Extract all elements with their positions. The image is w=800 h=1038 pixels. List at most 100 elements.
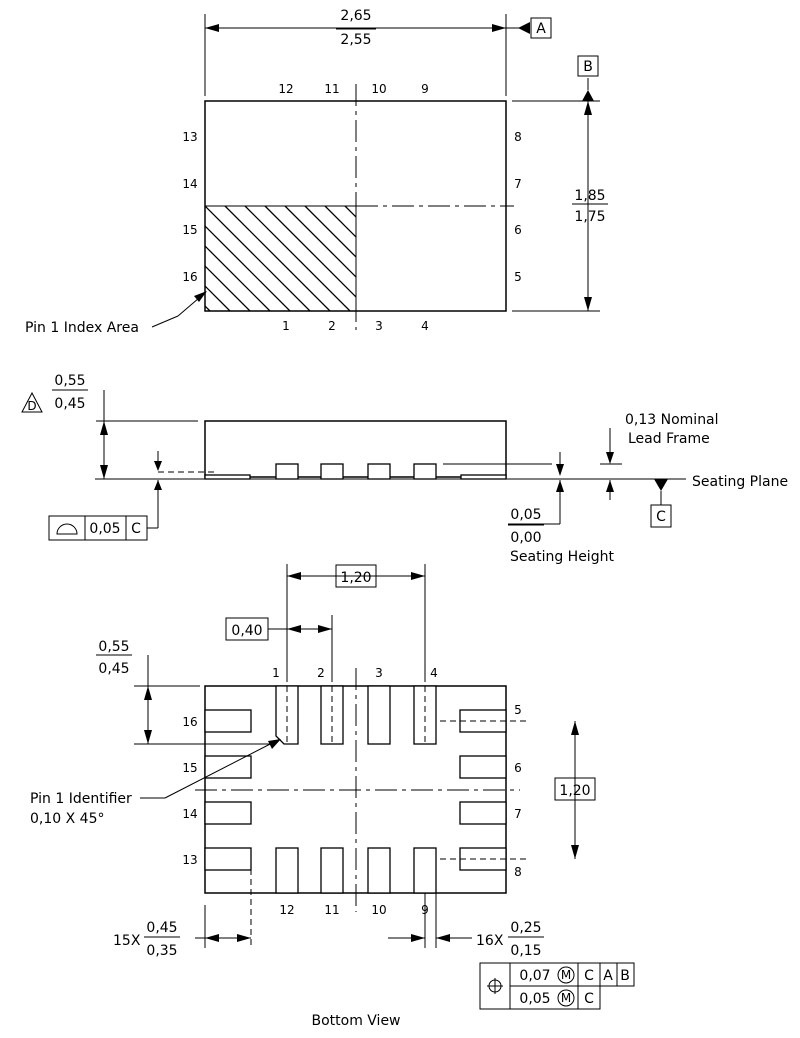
- bottom-pad: [413, 685, 437, 745]
- top-pin-label: 16: [182, 270, 197, 284]
- seating-plane-label: Seating Plane: [692, 474, 788, 490]
- top-width-max: 2,65: [340, 8, 371, 24]
- flatness-tolerance: 0,05: [89, 521, 120, 537]
- bottom-pin-label: 14: [182, 807, 197, 821]
- tol-row1-value: 0,07: [519, 968, 550, 984]
- bottom-pin-label: 5: [514, 703, 522, 717]
- seating-height-label: Seating Height: [510, 549, 614, 565]
- bottom-pad: [367, 685, 391, 745]
- top-pin-label: 13: [182, 130, 197, 144]
- top-pin-label: 15: [182, 223, 197, 237]
- pin1-index-area-hatch: [205, 206, 356, 311]
- top-pin-label: 8: [514, 130, 522, 144]
- top-pin-label: 9: [421, 82, 429, 96]
- side-lead: [413, 463, 437, 480]
- top-view: 2,65 2,55 A 1,85 1,75 B 12 11 10 9 1 2 3…: [25, 8, 608, 336]
- bottom-pin-label: 3: [375, 666, 383, 680]
- bottom-pin-label: 16: [182, 715, 197, 729]
- qty-16x: 16X: [476, 933, 504, 949]
- top-pin-label: 10: [371, 82, 386, 96]
- standoff-max: 0,05: [510, 507, 541, 523]
- pin1-pad: [275, 685, 299, 745]
- top-pin-label: 3: [375, 319, 383, 333]
- bottom-pin-label: 9: [421, 903, 429, 917]
- w16-max: 0,25: [510, 920, 541, 936]
- side-view: 0,55 0,45 D 0,05 C 0,13 Nominal Lead Fra…: [21, 373, 788, 565]
- bottom-pad: [275, 847, 299, 894]
- tol-row1-datum3: B: [620, 968, 630, 984]
- top-pin-label: 4: [421, 319, 429, 333]
- bottom-pin-label: 1: [272, 666, 280, 680]
- datum-a-label: A: [536, 21, 546, 37]
- datum-b-label: B: [583, 59, 593, 75]
- side-height-max: 0,55: [54, 373, 85, 389]
- datum-c-frame: [650, 504, 672, 528]
- pad-length-max: 0,55: [98, 639, 129, 655]
- datum-a-frame: [530, 17, 552, 39]
- top-height-max: 1,85: [574, 188, 605, 204]
- pin1-identifier-line1: Pin 1 Identifier: [30, 791, 132, 807]
- w16-min: 0,15: [510, 943, 541, 959]
- bottom-pad: [413, 847, 437, 894]
- bottom-pin-label: 15: [182, 761, 197, 775]
- top-pin-label: 6: [514, 223, 522, 237]
- side-lead: [367, 463, 391, 480]
- datum-c-label: C: [656, 509, 666, 525]
- bottom-pad: [204, 709, 252, 733]
- top-pin-label: 5: [514, 270, 522, 284]
- lead-frame-line2: Lead Frame: [628, 431, 710, 447]
- position-tolerance-frame: 0,07 M C A B 0,05 M C: [479, 962, 635, 1010]
- bottom-pin-label: 2: [317, 666, 325, 680]
- bottom-pin-label: 6: [514, 761, 522, 775]
- bottom-pin-label: 7: [514, 807, 522, 821]
- bottom-pad: [204, 847, 252, 871]
- pitch: 0,40: [231, 623, 262, 639]
- note-d-triangle: [21, 391, 43, 413]
- flatness-datum: C: [131, 521, 141, 537]
- pin1-index-area-label: Pin 1 Index Area: [25, 320, 139, 336]
- pitch-span: 1,20: [340, 570, 371, 586]
- tol-row2-modifier: M: [561, 991, 571, 1005]
- top-width-min: 2,55: [340, 32, 371, 48]
- bottom-pin-label: 4: [430, 666, 438, 680]
- bottom-pin-label: 13: [182, 853, 197, 867]
- bottom-pin-label: 12: [279, 903, 294, 917]
- note-d-label: D: [27, 399, 36, 413]
- w15-max: 0,45: [146, 920, 177, 936]
- bottom-pad: [367, 847, 391, 894]
- bottom-pad: [459, 755, 507, 779]
- top-pin-label: 2: [328, 319, 336, 333]
- w15-min: 0,35: [146, 943, 177, 959]
- tol-row1-datum2: A: [603, 968, 613, 984]
- bottom-pin-label: 8: [514, 865, 522, 879]
- mmc-circle: [557, 966, 575, 984]
- top-height-min: 1,75: [574, 209, 605, 225]
- bottom-view-caption: Bottom View: [311, 1013, 400, 1029]
- pad-length-min: 0,45: [98, 661, 129, 677]
- bottom-pad: [204, 755, 252, 779]
- side-span: 1,20: [559, 783, 590, 799]
- tol-row2-value: 0,05: [519, 991, 550, 1007]
- bottom-pad: [204, 801, 252, 825]
- bottom-pin-label: 11: [324, 903, 339, 917]
- side-height-min: 0,45: [54, 396, 85, 412]
- bottom-pad: [320, 847, 344, 894]
- tol-row2-datum1: C: [584, 991, 594, 1007]
- qty-15x: 15X: [113, 933, 141, 949]
- bottom-view: 1,20 0,40 1 2 3 4 12 11 10 9 16 15 14 13…: [30, 564, 635, 1029]
- top-pin-label: 1: [282, 319, 290, 333]
- flatness-frame: [48, 515, 148, 541]
- mmc-circle: [557, 989, 575, 1007]
- bottom-pad: [320, 685, 344, 745]
- tol-row1-modifier: M: [561, 968, 571, 982]
- bottom-pad: [459, 801, 507, 825]
- datum-b-frame: [577, 55, 599, 77]
- standoff-min: 0,00: [510, 530, 541, 546]
- pin1-identifier-line2: 0,10 X 45°: [30, 811, 104, 827]
- tol-row1-datum1: C: [584, 968, 594, 984]
- side-lead: [275, 463, 299, 480]
- top-pin-label: 11: [324, 82, 339, 96]
- top-pin-label: 12: [278, 82, 293, 96]
- side-view-body: [204, 420, 507, 478]
